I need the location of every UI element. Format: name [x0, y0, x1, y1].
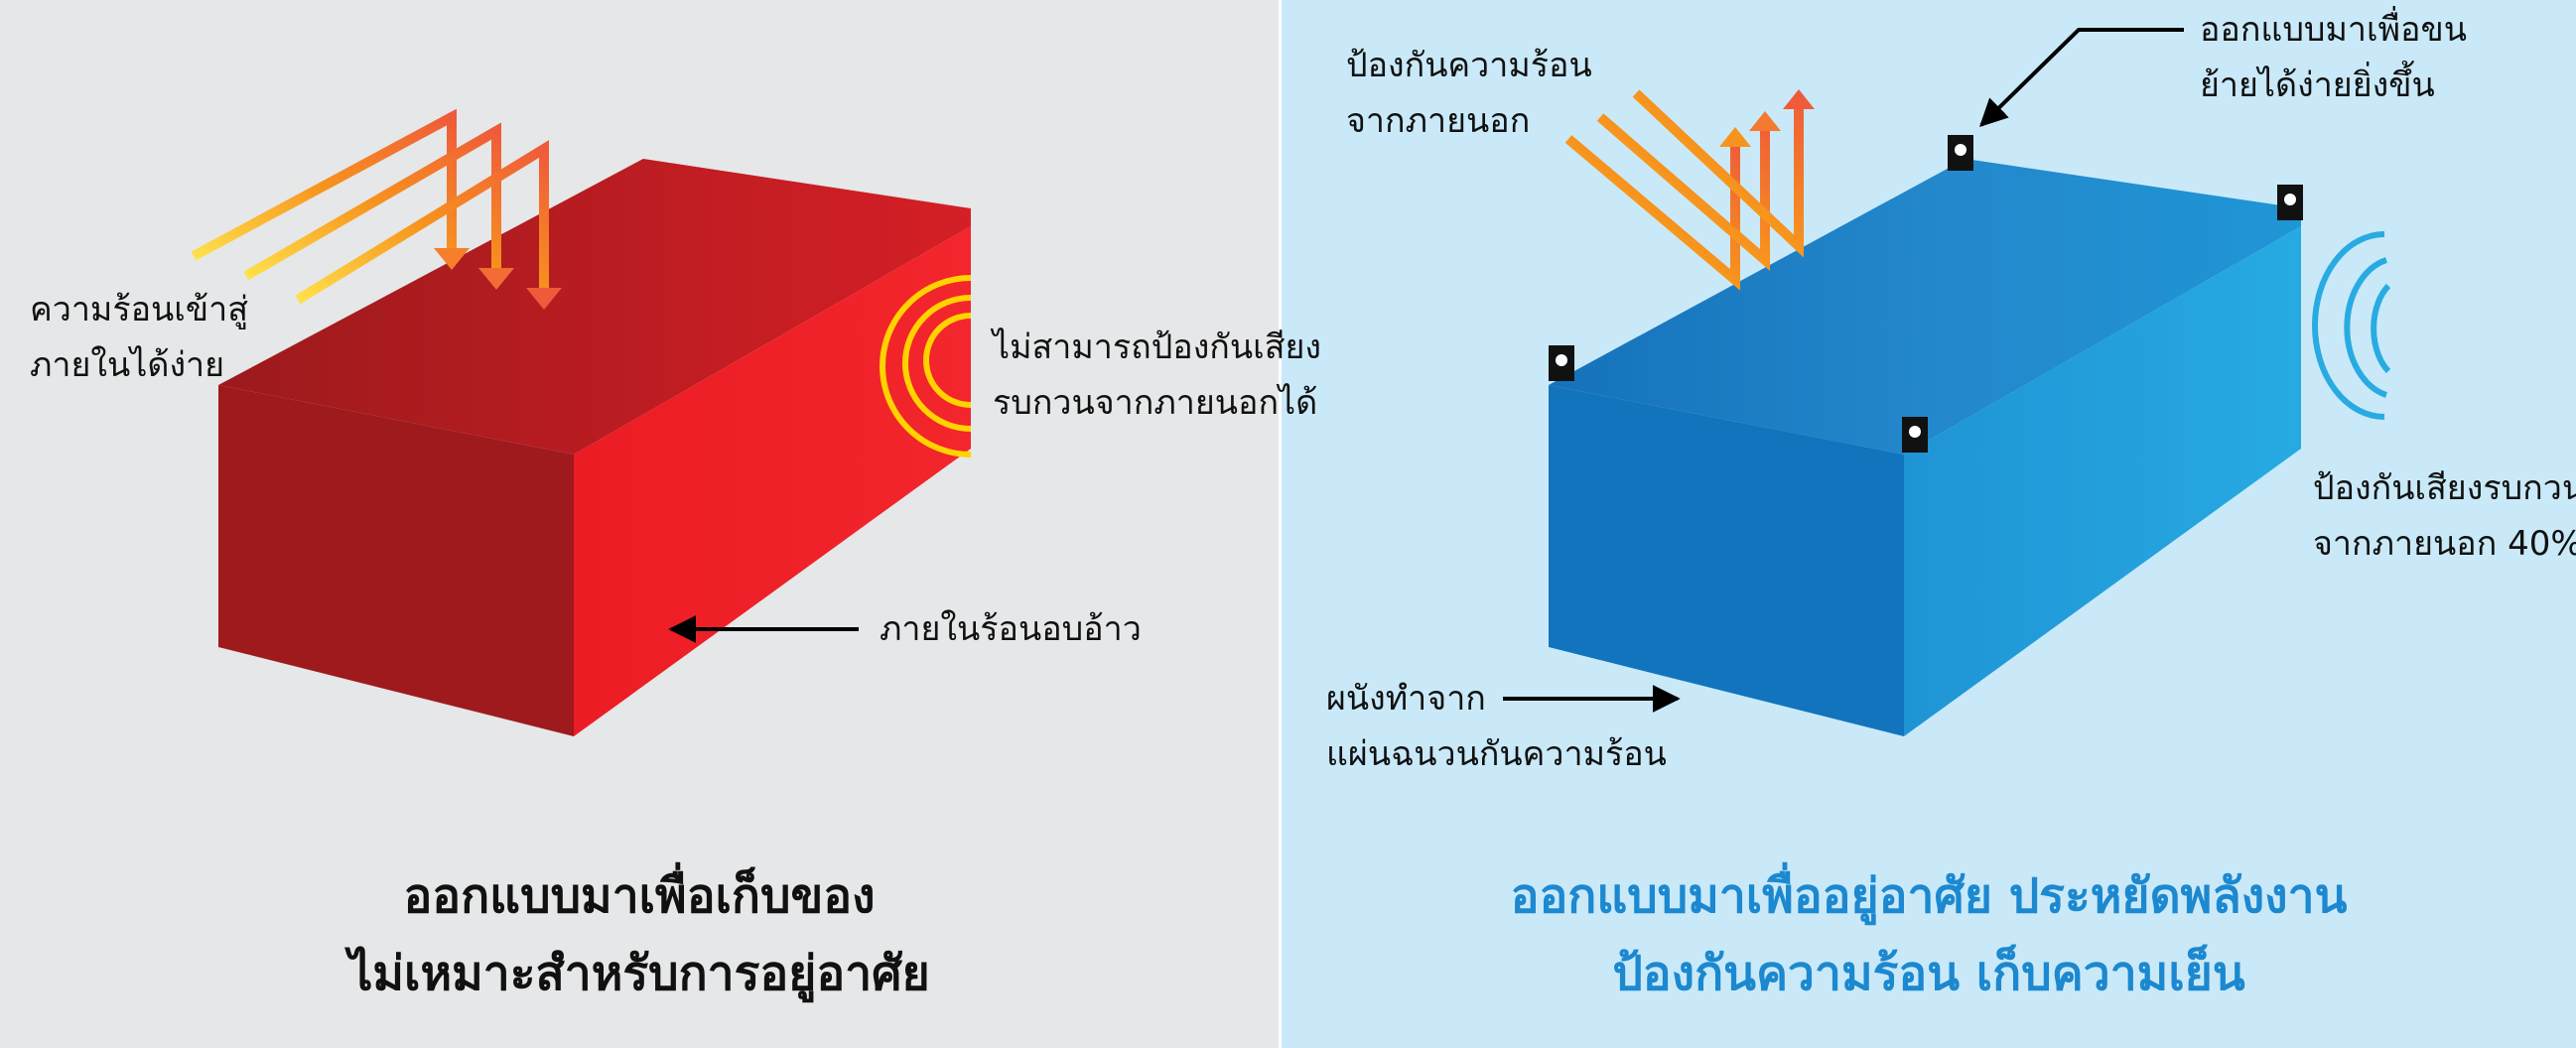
corner-fitting — [2277, 185, 2303, 220]
noise-protection-label-line1: ป้องกันเสียงรบกวน — [2313, 468, 2576, 508]
corner-fittings — [1549, 135, 2303, 453]
movable-pointer-arrow — [1978, 28, 2184, 127]
heat-arrow — [1596, 113, 1770, 271]
corner-fitting — [1549, 345, 1574, 381]
corner-fitting — [1948, 135, 1973, 171]
blue-container-top — [1549, 159, 2301, 455]
heat-protection-label: ป้องกันความร้อน จากภายนอก — [1346, 38, 1592, 149]
right-caption-line1: ออกแบบมาเพื่ออยู่อาศัย ประหยัดพลังงาน — [1510, 868, 2348, 924]
heat-arrow — [1632, 89, 1804, 258]
sound-wave — [2344, 257, 2387, 398]
noise-protection-label-line2: จากภายนอก 40% — [2313, 524, 2576, 564]
heat-arrows-reflected — [1564, 89, 1804, 291]
arrowhead-up — [1749, 111, 1781, 131]
heat-arrowheads-down — [434, 248, 562, 310]
left-caption-line1: ออกแบบมาเพื่อเก็บของ — [403, 868, 876, 924]
insulated-wall-label: ผนังทำจาก แผ่นฉนวนกันความร้อน — [1326, 671, 1667, 782]
blue-container-side — [1549, 385, 1904, 736]
arrowhead-down — [526, 288, 562, 310]
panel-divider — [1279, 0, 1282, 1048]
heat-protection-label-line1: ป้องกันความร้อน — [1346, 46, 1592, 85]
sound-wave — [923, 313, 972, 408]
hot-inside-label: ภายในร้อนอบอ้าว — [880, 609, 1142, 649]
red-container-top — [218, 159, 971, 455]
left-caption-line2: ไม่เหมาะสำหรับการอยู่อาศัย — [348, 946, 930, 1001]
no-noise-protection-label: ไม่สามารถป้องกันเสียง รบกวนจากภายนอกได้ — [993, 320, 1321, 431]
no-noise-protection-label-line1: ไม่สามารถป้องกันเสียง — [993, 328, 1322, 367]
heat-enters-label: ความร้อนเข้าสู่ ภายในได้ง่าย — [30, 282, 248, 393]
insulated-wall-label-line1: ผนังทำจาก — [1326, 679, 1486, 719]
blue-container-front — [1904, 226, 2301, 736]
easy-transport-label-line2: ย้ายได้ง่ายยิ่งขึ้น — [2200, 66, 2435, 105]
heat-enters-label-line2: ภายในได้ง่าย — [30, 345, 225, 385]
easy-transport-label-line1: ออกแบบมาเพื่อขน — [2200, 10, 2467, 50]
sound-wave — [880, 275, 972, 458]
no-noise-protection-label-line2: รบกวนจากภายนอกได้ — [993, 383, 1318, 423]
corner-fitting — [1902, 417, 1928, 453]
sound-wave — [2312, 231, 2385, 420]
heat-enters-label-line1: ความร้อนเข้าสู่ — [30, 290, 248, 329]
arrowhead-up — [1719, 127, 1751, 147]
red-container — [218, 159, 971, 736]
easy-transport-label: ออกแบบมาเพื่อขน ย้ายได้ง่ายยิ่งขึ้น — [2200, 2, 2467, 113]
red-container-front — [574, 226, 971, 736]
heat-arrow — [243, 122, 501, 281]
red-container-side — [218, 385, 574, 736]
blue-container — [1549, 159, 2301, 736]
arrowhead-down — [434, 248, 470, 270]
arrowhead-up — [1783, 89, 1815, 109]
right-caption: ออกแบบมาเพื่ออยู่อาศัย ประหยัดพลังงาน ป้… — [1282, 857, 2576, 1012]
noise-protection-label: ป้องกันเสียงรบกวน จากภายนอก 40% — [2313, 460, 2576, 572]
sound-waves-blocked — [2312, 231, 2391, 420]
arrowhead-down — [478, 268, 514, 290]
left-caption: ออกแบบมาเพื่อเก็บของ ไม่เหมาะสำหรับการอย… — [0, 857, 1279, 1012]
heat-protection-label-line2: จากภายนอก — [1346, 101, 1531, 141]
heat-arrows-entering — [191, 108, 549, 305]
right-caption-line2: ป้องกันความร้อน เก็บความเย็น — [1612, 946, 2245, 1001]
insulated-wall-label-line2: แผ่นฉนวนกันความร้อน — [1326, 734, 1667, 774]
heat-arrowheads-up — [1719, 89, 1815, 147]
sound-waves-penetrating — [880, 275, 972, 458]
sound-wave — [902, 295, 972, 432]
sound-wave — [2371, 283, 2391, 374]
heat-arrow — [295, 140, 549, 305]
